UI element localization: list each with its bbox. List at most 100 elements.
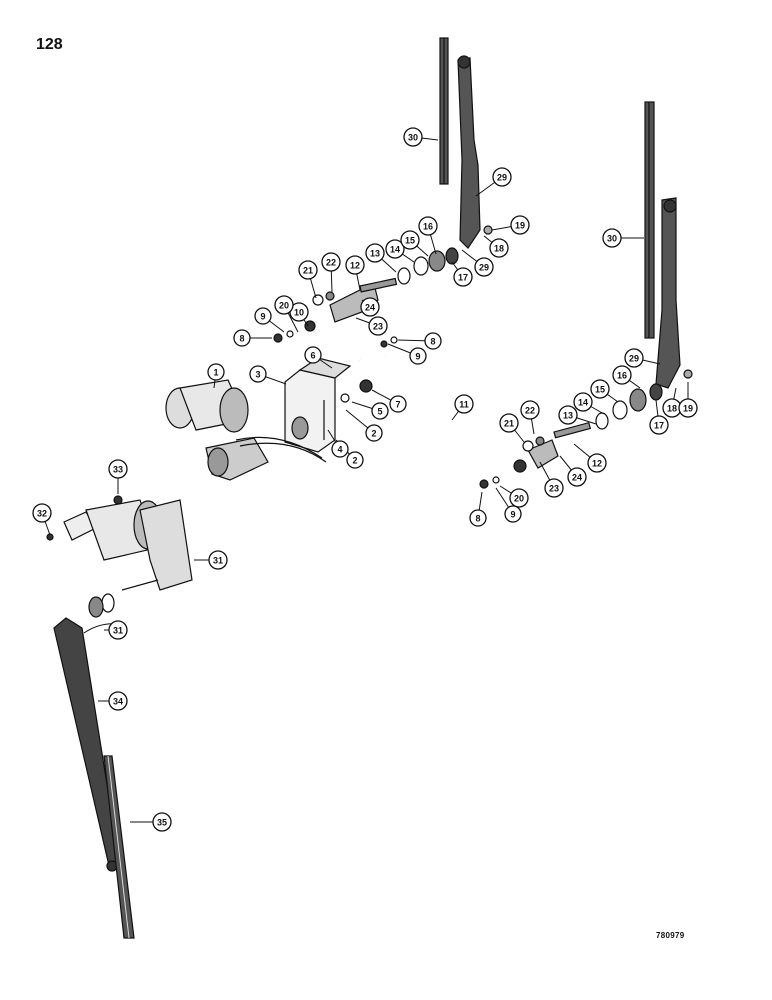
callout-circle [454,394,474,414]
callout-12: 12 [345,255,365,275]
callout-circle [389,395,407,413]
callout-circle [108,459,128,479]
callout-circle [233,329,251,347]
callout-label: 24 [572,473,582,483]
callout-circle [418,216,438,236]
callout-circle [474,257,494,277]
callout-label: 19 [683,404,693,414]
callout-circle [108,620,128,640]
callout-24: 24 [360,297,380,317]
callout-5: 5 [371,402,389,420]
callout-circle [489,238,509,258]
callout-14: 14 [573,392,593,412]
callout-circle [590,379,610,399]
callout-30: 30 [602,228,622,248]
callout-leaders [41,136,689,823]
callout-circle [492,167,512,187]
rear-wiper-blade [103,755,135,939]
callout-3: 3 [249,365,267,383]
callout-circle [371,402,389,420]
upper-left-wiper-arm [457,55,481,249]
callout-8: 8 [424,332,442,350]
callout-2: 2 [346,451,364,469]
callout-circle [400,230,420,250]
callout-15: 15 [400,230,420,250]
callout-label: 13 [370,249,380,259]
callout-circle [403,127,423,147]
callout-circle [346,451,364,469]
callout-19: 19 [678,398,698,418]
callout-21: 21 [499,413,519,433]
callout-label: 4 [337,445,342,455]
callout-2: 2 [365,424,383,442]
callout-circle [612,365,632,385]
callout-label: 23 [549,484,559,494]
callout-label: 17 [654,421,664,431]
callout-label: 23 [373,322,383,332]
callout-label: 10 [294,308,304,318]
callout-label: 2 [352,456,357,466]
callout-30: 30 [403,127,423,147]
callout-label: 18 [494,244,504,254]
upper-right-wiper-blade [644,101,655,339]
callout-circle [345,255,365,275]
callout-circle [207,363,225,381]
callout-circle [573,392,593,412]
callout-label: 15 [405,236,415,246]
callout-4: 4 [331,440,349,458]
callout-label: 1 [213,368,218,378]
callout-circle [360,297,380,317]
callout-label: 21 [504,419,514,429]
callout-17: 17 [649,415,669,435]
callout-circle [504,505,522,523]
callout-label: 20 [514,494,524,504]
callout-label: 30 [607,234,617,244]
left-shaft-hardware [273,225,493,348]
callout-22: 22 [520,400,540,420]
callout-label: 16 [617,371,627,381]
callout-circle [249,365,267,383]
callout-label: 8 [239,334,244,344]
callout-9: 9 [504,505,522,523]
callout-circle [544,478,564,498]
callout-circle [298,260,318,280]
callout-15: 15 [590,379,610,399]
callout-18: 18 [489,238,509,258]
callout-circle [254,307,272,325]
callout-circle [624,348,644,368]
page-number: 128 [36,36,63,53]
callout-21: 21 [298,260,318,280]
callout-circle [108,691,128,711]
callout-label: 34 [113,697,123,707]
callout-16: 16 [612,365,632,385]
callout-label: 17 [458,273,468,283]
callout-9: 9 [409,347,427,365]
callout-29: 29 [624,348,644,368]
callout-circle [453,267,473,287]
rear-wiper-arm [53,617,121,872]
callout-label: 3 [255,370,260,380]
callout-circle [321,252,341,272]
callout-label: 29 [497,173,507,183]
callout-circle [509,488,529,508]
motor-mounting-bracket [284,357,352,453]
rear-wiper-motor [46,495,193,634]
callout-label: 12 [350,261,360,271]
callout-10: 10 [289,302,309,322]
wiper-motor-1 [165,379,327,481]
callout-label: 13 [563,411,573,421]
callout-32: 32 [32,503,52,523]
callout-circle [208,550,228,570]
callout-circle [365,243,385,263]
callout-circle [365,424,383,442]
callout-circle [587,453,607,473]
callout-circle [558,405,578,425]
callout-29: 29 [492,167,512,187]
callout-18: 18 [662,398,682,418]
callout-label: 2 [371,429,376,439]
callout-circle [649,415,669,435]
callout-14: 14 [385,239,405,259]
callout-circle [469,509,487,527]
callout-label: 12 [592,459,602,469]
